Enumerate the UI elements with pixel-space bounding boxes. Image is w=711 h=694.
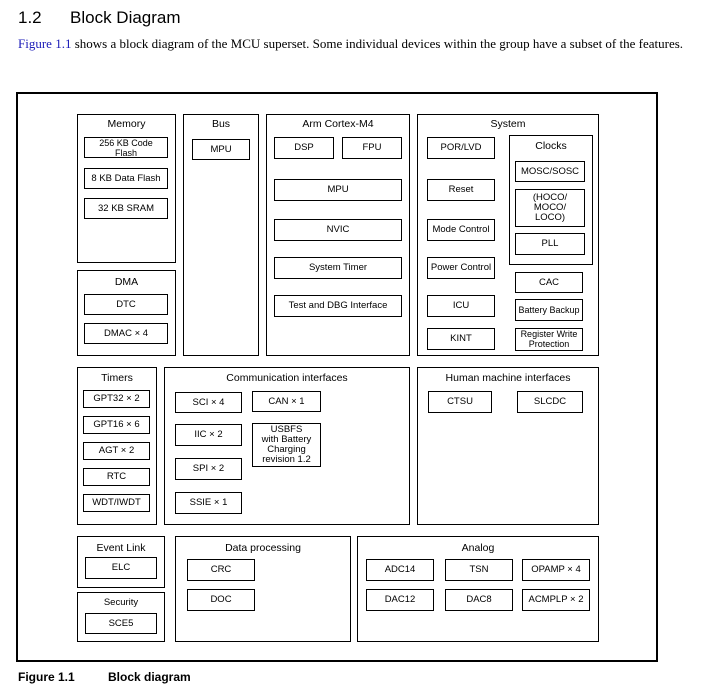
agt-block: AGT × 2: [83, 442, 150, 460]
system-group: System POR/LVD Reset Mode Control Power …: [417, 114, 599, 356]
test-dbg-block: Test and DBG Interface: [274, 295, 402, 317]
figure-caption-number: Figure 1.1: [18, 670, 75, 684]
memory-group: Memory 256 KB Code Flash 8 KB Data Flash…: [77, 114, 176, 263]
comm-title: Communication interfaces: [226, 372, 348, 384]
arm-title: Arm Cortex-M4: [302, 118, 374, 130]
system-timer-block: System Timer: [274, 257, 402, 279]
kint-block: KINT: [427, 328, 495, 350]
usbfs-block: USBFS with Battery Charging revision 1.2: [252, 423, 321, 467]
sram-block: 32 KB SRAM: [84, 198, 168, 219]
block-diagram: Memory 256 KB Code Flash 8 KB Data Flash…: [16, 92, 658, 662]
dtc-block: DTC: [84, 294, 168, 315]
gpt32-block: GPT32 × 2: [83, 390, 150, 408]
event-link-title: Event Link: [96, 542, 146, 554]
gpt16-block: GPT16 × 6: [83, 416, 150, 434]
figure-caption-title: Block diagram: [108, 670, 191, 684]
timers-title: Timers: [101, 372, 133, 384]
slcdc-block: SLCDC: [517, 391, 583, 413]
code-flash-block: 256 KB Code Flash: [84, 137, 168, 158]
reset-block: Reset: [427, 179, 495, 201]
icu-block: ICU: [427, 295, 495, 317]
dma-title: DMA: [114, 276, 139, 288]
data-flash-block: 8 KB Data Flash: [84, 168, 168, 189]
adc14-block: ADC14: [366, 559, 434, 581]
hoco-moco-loco-block: (HOCO/ MOCO/ LOCO): [515, 189, 585, 227]
hmi-title: Human machine interfaces: [445, 372, 571, 384]
bus-title: Bus: [211, 118, 231, 130]
bus-mpu-block: MPU: [192, 139, 250, 160]
arm-cortex-group: Arm Cortex-M4 DSP FPU MPU NVIC System Ti…: [266, 114, 410, 356]
data-processing-title: Data processing: [225, 542, 301, 554]
ctsu-block: CTSU: [428, 391, 492, 413]
cac-block: CAC: [515, 272, 583, 293]
timers-group: Timers GPT32 × 2 GPT16 × 6 AGT × 2 RTC W…: [77, 367, 157, 525]
ssie-block: SSIE × 1: [175, 492, 242, 514]
spi-block: SPI × 2: [175, 458, 242, 480]
doc-block: DOC: [187, 589, 255, 611]
dac8-block: DAC8: [445, 589, 513, 611]
clocks-group: Clocks MOSC/SOSC (HOCO/ MOCO/ LOCO) PLL: [509, 135, 593, 265]
por-lvd-block: POR/LVD: [427, 137, 495, 159]
dma-group: DMA DTC DMAC × 4: [77, 270, 176, 356]
analog-title: Analog: [461, 542, 495, 554]
opamp-block: OPAMP × 4: [522, 559, 590, 581]
mode-control-block: Mode Control: [427, 219, 495, 241]
rtc-block: RTC: [83, 468, 150, 486]
event-link-group: Event Link ELC: [77, 536, 165, 588]
sci-block: SCI × 4: [175, 392, 242, 413]
crc-block: CRC: [187, 559, 255, 581]
clocks-title: Clocks: [535, 140, 567, 152]
pll-block: PLL: [515, 233, 585, 255]
memory-title: Memory: [107, 118, 146, 130]
intro-text: shows a block diagram of the MCU superse…: [71, 36, 684, 51]
dmac-block: DMAC × 4: [84, 323, 168, 344]
dac12-block: DAC12: [366, 589, 434, 611]
sce5-block: SCE5: [85, 613, 157, 634]
communication-group: Communication interfaces SCI × 4 CAN × 1…: [164, 367, 410, 525]
battery-backup-block: Battery Backup: [515, 299, 583, 321]
fpu-block: FPU: [342, 137, 402, 159]
register-write-protection-block: Register Write Protection: [515, 328, 583, 351]
system-title: System: [490, 118, 526, 130]
intro-paragraph: Figure 1.1 shows a block diagram of the …: [18, 36, 688, 52]
can-block: CAN × 1: [252, 391, 321, 412]
hmi-group: Human machine interfaces CTSU SLCDC: [417, 367, 599, 525]
data-processing-group: Data processing CRC DOC: [175, 536, 351, 642]
power-control-block: Power Control: [427, 257, 495, 279]
figure-link[interactable]: Figure 1.1: [18, 36, 72, 51]
acmplp-block: ACMPLP × 2: [522, 589, 590, 611]
section-number: 1.2: [18, 8, 42, 27]
dsp-block: DSP: [274, 137, 334, 159]
iic-block: IIC × 2: [175, 424, 242, 446]
security-title: Security: [103, 597, 139, 608]
mosc-sosc-block: MOSC/SOSC: [515, 161, 585, 182]
tsn-block: TSN: [445, 559, 513, 581]
wdt-iwdt-block: WDT/IWDT: [83, 494, 150, 512]
security-group: Security SCE5: [77, 592, 165, 642]
cpu-mpu-block: MPU: [274, 179, 402, 201]
section-title: Block Diagram: [70, 8, 181, 27]
nvic-block: NVIC: [274, 219, 402, 241]
bus-group: Bus MPU: [183, 114, 259, 356]
analog-group: Analog ADC14 TSN OPAMP × 4 DAC12 DAC8 AC…: [357, 536, 599, 642]
elc-block: ELC: [85, 557, 157, 579]
